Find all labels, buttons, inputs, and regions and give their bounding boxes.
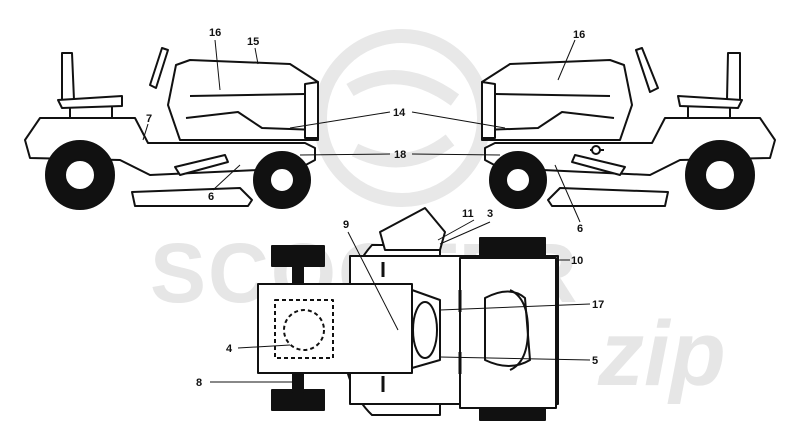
callout-left-18: 18 (394, 149, 406, 161)
callout-right-6: 6 (577, 223, 583, 235)
top-seat-icon (484, 290, 531, 367)
callout-labels: 16 15 14 7 18 6 16 6 9 11 3 10 17 4 5 8 (146, 27, 604, 389)
right-front-wheel (489, 151, 547, 209)
left-mower-deck (131, 187, 253, 207)
left-seat-icon (57, 52, 123, 118)
callout-right-16: 16 (573, 29, 585, 41)
top-decal-dashes (381, 262, 462, 392)
leader-lines (142, 39, 591, 383)
top-hood (257, 283, 413, 374)
right-steering-wheel-icon (635, 47, 659, 93)
callout-top-11: 11 (462, 208, 474, 220)
callout-left-14: 14 (393, 107, 406, 119)
left-hood (167, 59, 319, 141)
right-mower-deck (547, 187, 669, 207)
right-rear-wheel (685, 140, 755, 210)
callout-top-8: 8 (196, 377, 202, 389)
top-steering-wheel-icon (412, 301, 438, 359)
top-decal-circle (283, 309, 325, 351)
left-rear-wheel (45, 140, 115, 210)
left-side-view-tractor (24, 47, 319, 210)
top-wheel-front-top-icon (271, 245, 325, 287)
right-footrest (571, 154, 626, 176)
right-hood (481, 59, 633, 141)
right-lift-lever-icon (590, 145, 604, 155)
left-front-wheel (253, 151, 311, 209)
right-seat-icon (677, 52, 743, 118)
callout-left-7: 7 (146, 113, 152, 125)
callout-left-15: 15 (247, 36, 259, 48)
top-chute (379, 207, 446, 251)
top-wheel-front-bottom-icon (271, 371, 325, 411)
left-steering-wheel-icon (149, 47, 169, 89)
right-side-view-tractor (481, 47, 776, 210)
callout-top-10: 10 (571, 255, 583, 267)
callout-top-9: 9 (343, 219, 349, 231)
top-seat-back (509, 289, 529, 371)
callout-top-17: 17 (592, 299, 604, 311)
callout-top-5: 5 (592, 355, 598, 367)
callout-left-6: 6 (208, 191, 214, 203)
left-footrest (174, 154, 229, 176)
top-decal-outline (274, 299, 334, 359)
top-view-tractor (257, 207, 559, 421)
watermark-script: zip (597, 303, 726, 405)
callout-left-16: 16 (209, 27, 221, 39)
top-wheel-rear-top-icon (479, 237, 546, 257)
callout-top-3: 3 (487, 208, 493, 220)
callout-top-4: 4 (226, 343, 233, 355)
